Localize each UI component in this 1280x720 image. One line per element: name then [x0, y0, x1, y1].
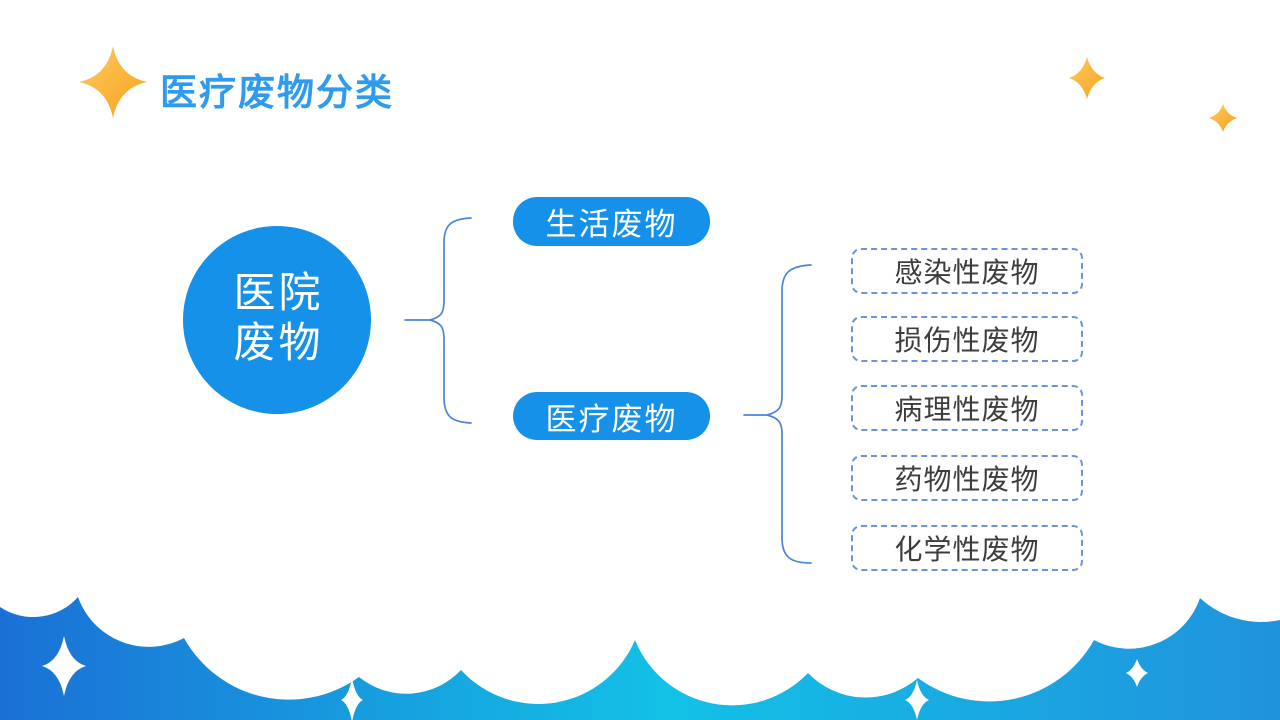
leaf-node-label: 药物性废物	[894, 465, 1040, 496]
page-title: 医疗废物分类	[160, 73, 394, 114]
branch-node-domestic-waste: 生活废物	[513, 197, 710, 246]
leaf-node-infectious-waste: 感染性废物	[851, 248, 1083, 294]
sparkle-icon	[42, 636, 86, 696]
leaf-node-injurious-waste: 损伤性废物	[851, 316, 1083, 362]
sparkle-icon	[79, 46, 147, 118]
root-node-label-line2: 废物	[233, 321, 324, 367]
sparkle-icon	[341, 678, 363, 720]
leaf-node-chemical-waste: 化学性废物	[851, 525, 1083, 571]
sparkle-icon	[1126, 659, 1148, 687]
brace-left-connector	[404, 217, 472, 424]
branch-node-medical-waste: 医疗废物	[513, 392, 710, 440]
wave-footer-decoration	[0, 597, 1280, 720]
leaf-node-label: 感染性废物	[894, 258, 1040, 289]
leaf-node-pathological-waste: 病理性废物	[851, 385, 1083, 431]
leaf-node-label: 化学性废物	[894, 535, 1040, 566]
sparkle-icon	[1069, 57, 1105, 99]
leaf-node-label: 损伤性废物	[894, 326, 1040, 357]
brace-right-connector	[743, 264, 812, 564]
diagram-root-node: 医院 废物	[183, 226, 371, 414]
branch-node-label: 医疗废物	[545, 401, 678, 437]
branch-node-label: 生活废物	[545, 207, 678, 242]
wave-shape	[0, 597, 1280, 720]
sparkle-icon	[905, 680, 929, 720]
sparkle-icon	[1209, 104, 1237, 132]
leaf-node-label: 病理性废物	[894, 395, 1040, 426]
leaf-node-pharmaceutical-waste: 药物性废物	[851, 455, 1083, 501]
root-node-label-line1: 医院	[233, 271, 324, 318]
